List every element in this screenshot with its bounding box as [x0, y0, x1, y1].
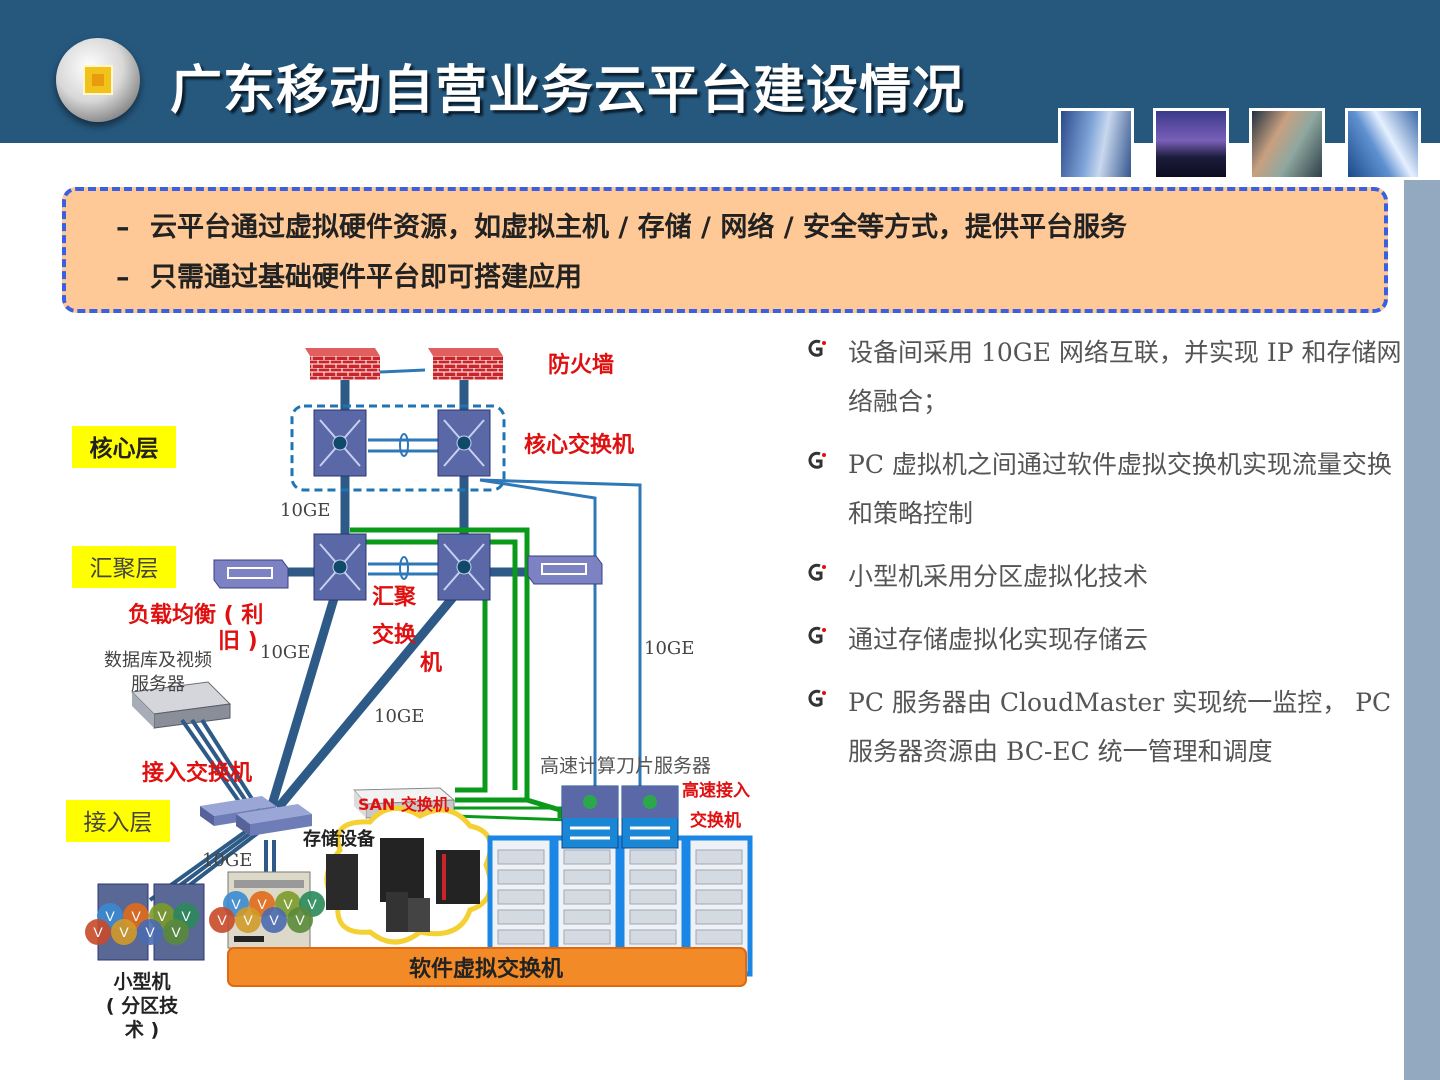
vm-label: V: [157, 908, 167, 924]
summary-item: –云平台通过虚拟硬件资源，如虚拟主机 / 存储 / 网络 / 安全等方式，提供平…: [116, 212, 1127, 243]
access-layer-label: 接入层: [84, 810, 153, 836]
vm-icon: V: [163, 919, 189, 945]
vm-icon: V: [111, 919, 137, 945]
load-balancer-icon: [213, 559, 289, 589]
bullet-swirl-icon: [808, 626, 826, 644]
link-speed-label: 10GE: [280, 500, 330, 521]
vm-label: V: [269, 912, 279, 928]
vm-label: V: [283, 896, 293, 912]
minicomputer-label: 小型机: [113, 970, 170, 993]
vm-label: V: [93, 924, 103, 940]
high-speed-access-switch-icon: [621, 785, 679, 849]
software-vswitch-label: 软件虚拟交换机: [409, 956, 563, 982]
vm-icon: V: [287, 907, 313, 933]
link-speed-label: 10GE: [260, 642, 310, 663]
bullet-swirl-icon: [808, 689, 826, 707]
load-balancer-label: 负载均衡 ( 利: [128, 602, 263, 628]
vm-icon: V: [235, 907, 261, 933]
core-switch-icon: [313, 409, 367, 477]
vm-label: V: [231, 896, 241, 912]
vm-label: V: [105, 908, 115, 924]
access-switch-icon: [200, 796, 312, 836]
vm-label: V: [181, 908, 191, 924]
aggregation-switch-icon: [313, 533, 367, 601]
storage-array-icon: [326, 838, 480, 932]
vm-label: V: [145, 924, 155, 940]
db-server-label: 服务器: [131, 674, 185, 695]
san-switch-label: SAN 交换机: [358, 795, 449, 814]
aggregation-switch-label: 交换: [372, 622, 417, 648]
logo-icon: [56, 38, 140, 122]
bullet-swirl-icon: [808, 339, 826, 357]
feature-item: PC 虚拟机之间通过软件虚拟交换机实现流量交换和策略控制: [806, 440, 1406, 538]
link-speed-label: 10GE: [202, 850, 252, 871]
uplink-links: [267, 370, 530, 811]
core-switch-icon: [437, 409, 491, 477]
feature-item: 设备间采用 10GE 网络互联，并实现 IP 和存储网络融合；: [806, 328, 1406, 426]
photo-building-icon: [1058, 108, 1134, 180]
database-server-icon: [130, 681, 232, 729]
feature-item: PC 服务器由 CloudMaster 实现统一监控， PC 服务器资源由 BC…: [806, 678, 1406, 776]
firewall-icon: [428, 348, 503, 380]
vm-label: V: [171, 924, 181, 940]
high-speed-access-label: 交换机: [690, 810, 741, 831]
vm-label: V: [307, 896, 317, 912]
feature-list: 设备间采用 10GE 网络互联，并实现 IP 和存储网络融合； PC 虚拟机之间…: [806, 328, 1406, 790]
san-links: [350, 527, 563, 818]
vm-label: V: [119, 924, 129, 940]
core-to-blade-links: [368, 368, 642, 790]
vm-label: V: [295, 912, 305, 928]
photo-skyscraper-icon: [1345, 108, 1421, 180]
access-switch-label: 接入交换机: [142, 760, 252, 786]
aggregation-layer-label: 汇聚层: [90, 556, 159, 582]
core-switch-group: [290, 404, 506, 492]
vm-label: V: [217, 912, 227, 928]
core-layer-label: 核心层: [90, 435, 159, 462]
load-balancer-label: 旧 ): [218, 629, 258, 654]
summary-box: –云平台通过虚拟硬件资源，如虚拟主机 / 存储 / 网络 / 安全等方式，提供平…: [62, 187, 1388, 313]
logo-square-icon: [83, 65, 113, 95]
page-title: 广东移动自营业务云平台建设情况: [170, 61, 966, 121]
db-server-label: 数据库及视频: [104, 650, 212, 671]
vm-icon: V: [261, 907, 287, 933]
vm-label: V: [131, 908, 141, 924]
feature-item: 小型机采用分区虚拟化技术: [806, 552, 1406, 601]
aggregation-switch-label: 汇聚: [372, 585, 417, 610]
aggregation-layer-tag: [72, 546, 176, 588]
san-to-storage-links: [453, 806, 571, 822]
firewall-label: 防火墙: [548, 353, 614, 378]
software-vswitch-bar: [227, 947, 747, 987]
storage-label: 存储设备: [303, 828, 376, 850]
aggregation-switch-icon: [437, 533, 491, 601]
aggregation-switch-label: 机: [420, 651, 442, 676]
core-switch-label: 核心交换机: [524, 432, 634, 458]
photo-phone-call-icon: [1249, 108, 1325, 180]
firewall-icon: [305, 348, 380, 380]
feature-item: 通过存储虚拟化实现存储云: [806, 615, 1406, 664]
vm-icon: V: [209, 907, 235, 933]
high-speed-access-switch-icon: [561, 785, 619, 849]
right-sidebar: [1404, 180, 1440, 1080]
photo-city-night-icon: [1153, 108, 1229, 180]
minicomputer-label: ( 分区技: [106, 994, 179, 1017]
bullet-swirl-icon: [808, 451, 826, 469]
vm-icon: V: [85, 919, 111, 945]
core-layer-tag: [72, 426, 176, 468]
load-balancer-icon: [527, 555, 603, 585]
link-speed-label: 10GE: [374, 706, 424, 727]
blade-server-label: 高速计算刀片服务器: [540, 755, 711, 777]
link-speed-label: 10GE: [644, 638, 694, 659]
bullet-swirl-icon: [808, 563, 826, 581]
high-speed-access-label: 高速接入: [682, 780, 750, 801]
vm-label: V: [243, 912, 253, 928]
minicomputer-label: 术 ): [125, 1019, 159, 1041]
summary-item: –只需通过基础硬件平台即可搭建应用: [116, 262, 582, 293]
vm-label: V: [257, 896, 267, 912]
access-layer-tag: [66, 800, 170, 842]
vm-icon: V: [137, 919, 163, 945]
